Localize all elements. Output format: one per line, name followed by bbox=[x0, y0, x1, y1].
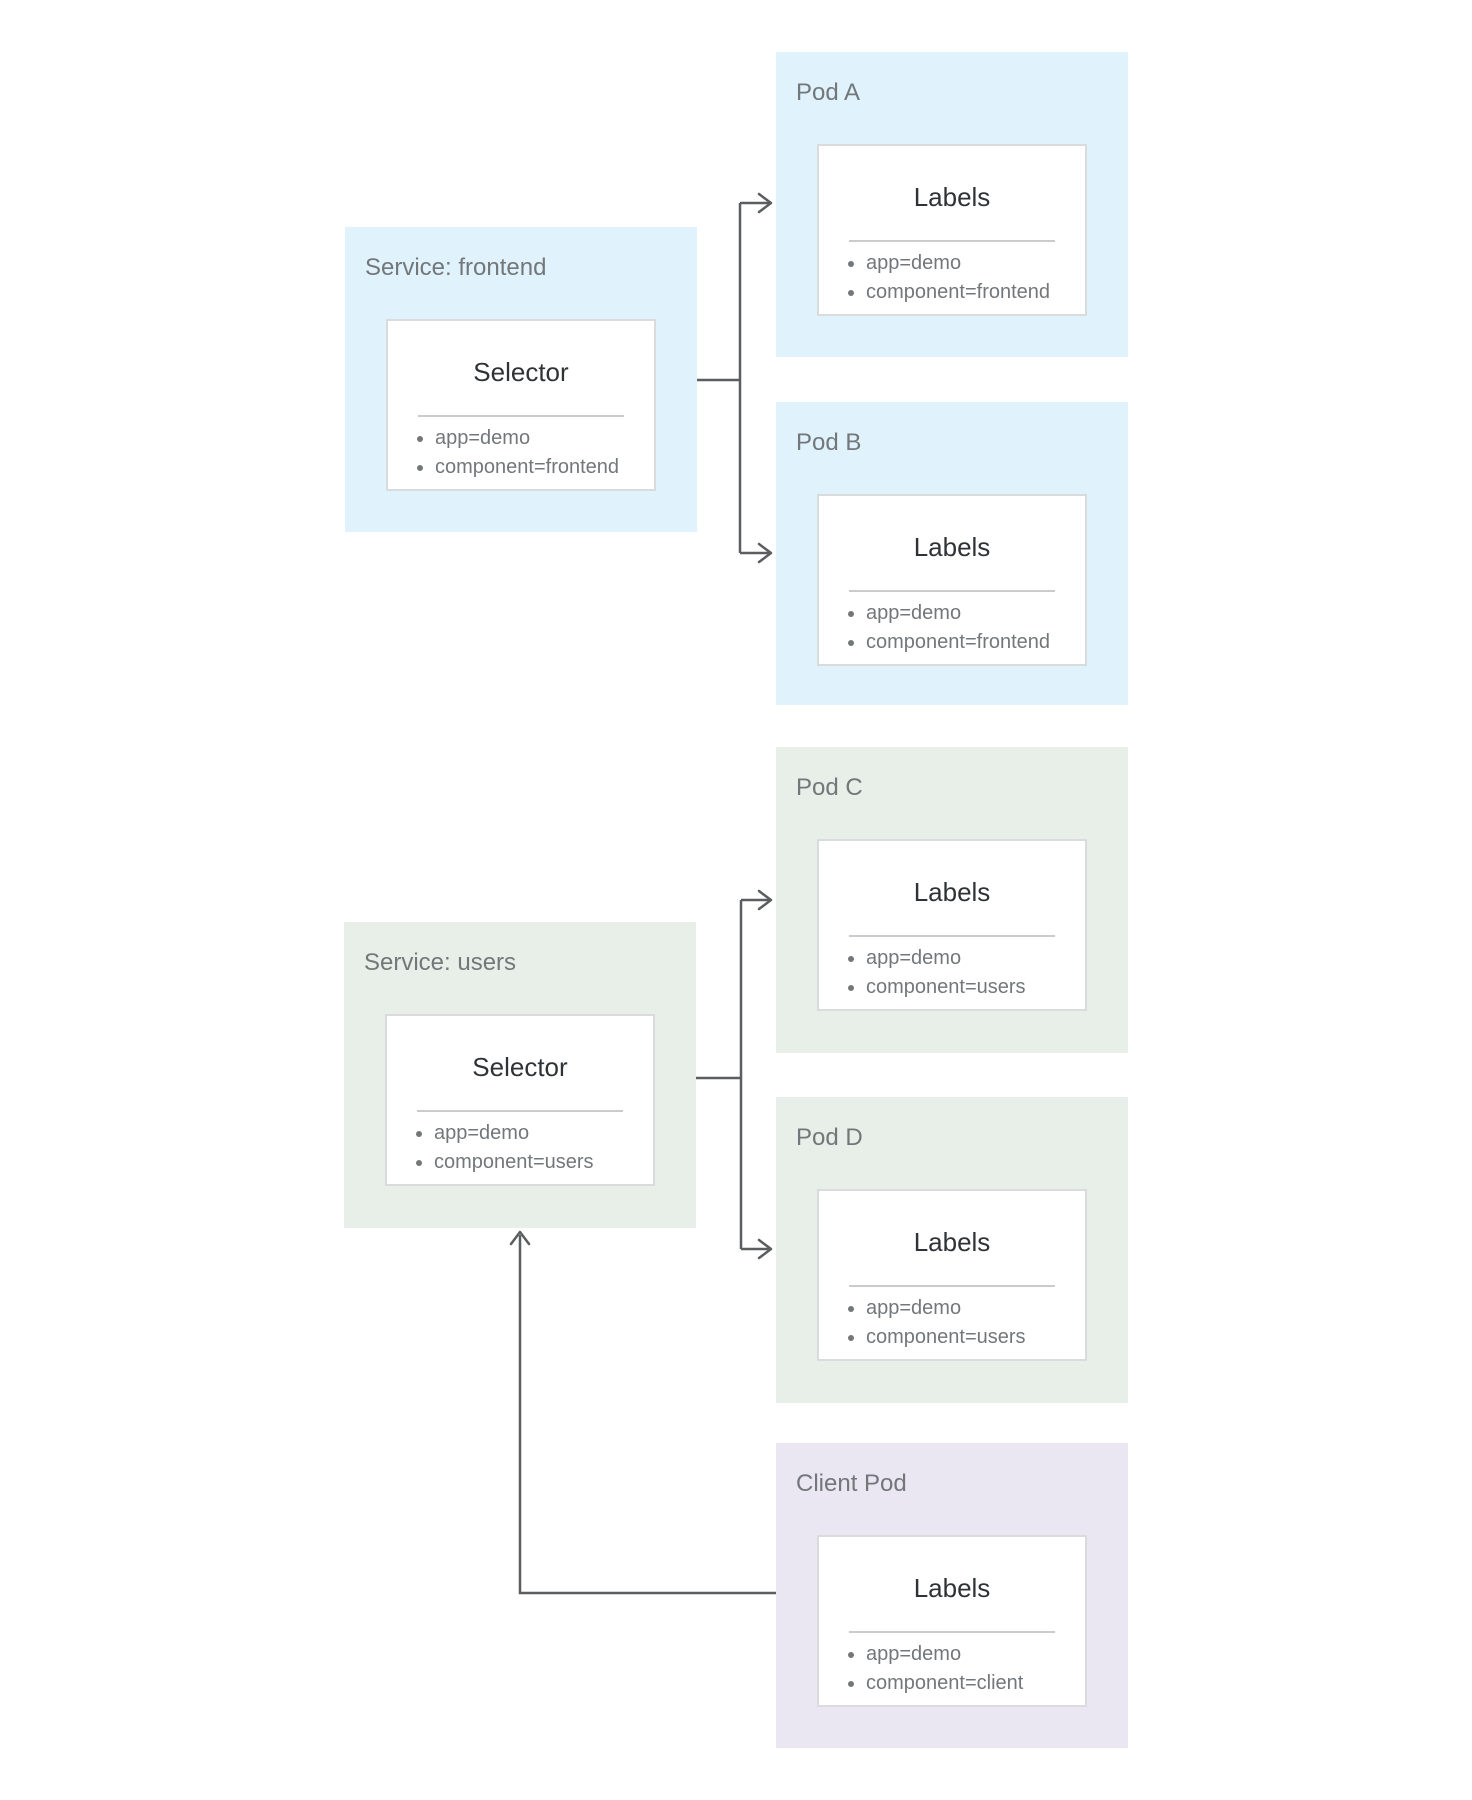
service-frontend-selector-title: Selector bbox=[473, 357, 569, 387]
pod-c-label-list: app=demo component=users bbox=[845, 944, 1079, 1002]
arrowhead-to-service-users bbox=[509, 1230, 531, 1246]
pod-c-box: Pod C Labels app=demo component=users bbox=[776, 747, 1128, 1053]
pod-b-caption: Pod B bbox=[796, 429, 862, 456]
client-pod-labels-panel: Labels app=demo component=client bbox=[817, 1535, 1087, 1707]
label-item: app=demo bbox=[866, 1640, 1079, 1669]
pod-d-box: Pod D Labels app=demo component=users bbox=[776, 1097, 1128, 1403]
pod-a-labels-title: Labels bbox=[913, 182, 991, 212]
arrowhead-to-pod-a bbox=[757, 192, 773, 214]
pod-a-labels-panel: Labels app=demo component=frontend bbox=[817, 144, 1087, 316]
label-item: app=demo bbox=[866, 944, 1079, 973]
divider bbox=[849, 935, 1055, 937]
pod-a-label-list: app=demo component=frontend bbox=[845, 249, 1079, 307]
divider bbox=[849, 590, 1055, 592]
arrow-client-to-service-users bbox=[509, 1230, 776, 1595]
arrow-users-to-pods bbox=[696, 889, 773, 1260]
service-users-selector-list: app=demo component=users bbox=[413, 1119, 647, 1177]
service-users-selector-panel: Selector app=demo component=users bbox=[385, 1014, 655, 1186]
divider bbox=[418, 415, 624, 417]
label-item: component=frontend bbox=[866, 278, 1079, 307]
client-pod-labels-title: Labels bbox=[913, 1573, 991, 1603]
label-item: component=client bbox=[866, 1669, 1079, 1698]
client-pod-caption: Client Pod bbox=[796, 1470, 907, 1497]
selector-item: component=users bbox=[434, 1148, 647, 1177]
divider bbox=[417, 1110, 623, 1112]
service-frontend-selector-list: app=demo component=frontend bbox=[414, 424, 648, 482]
pod-c-labels-panel: Labels app=demo component=users bbox=[817, 839, 1087, 1011]
service-users-selector-title: Selector bbox=[472, 1052, 568, 1082]
selector-item: app=demo bbox=[434, 1119, 647, 1148]
arrowhead-to-pod-c bbox=[757, 889, 773, 911]
client-pod-box: Client Pod Labels app=demo component=cli… bbox=[776, 1443, 1128, 1748]
pod-b-labels-panel: Labels app=demo component=frontend bbox=[817, 494, 1087, 666]
service-frontend-selector-panel: Selector app=demo component=frontend bbox=[386, 319, 656, 491]
pod-d-label-list: app=demo component=users bbox=[845, 1294, 1079, 1352]
label-item: app=demo bbox=[866, 599, 1079, 628]
selector-item: component=frontend bbox=[435, 453, 648, 482]
pod-d-labels-title: Labels bbox=[913, 1227, 991, 1257]
pod-d-labels-panel: Labels app=demo component=users bbox=[817, 1189, 1087, 1361]
pod-c-labels-title: Labels bbox=[913, 877, 991, 907]
pod-c-caption: Pod C bbox=[796, 774, 863, 801]
pod-b-label-list: app=demo component=frontend bbox=[845, 599, 1079, 657]
pod-b-box: Pod B Labels app=demo component=frontend bbox=[776, 402, 1128, 705]
arrow-frontend-to-pods bbox=[697, 192, 773, 564]
label-item: component=frontend bbox=[866, 628, 1079, 657]
arrowhead-to-pod-b bbox=[757, 542, 773, 564]
label-item: app=demo bbox=[866, 1294, 1079, 1323]
label-item: component=users bbox=[866, 973, 1079, 1002]
client-pod-label-list: app=demo component=client bbox=[845, 1640, 1079, 1698]
pod-a-box: Pod A Labels app=demo component=frontend bbox=[776, 52, 1128, 357]
selector-item: app=demo bbox=[435, 424, 648, 453]
pod-b-labels-title: Labels bbox=[913, 532, 991, 562]
pod-a-caption: Pod A bbox=[796, 79, 861, 106]
service-users-box: Service: users Selector app=demo compone… bbox=[344, 922, 696, 1228]
service-users-caption: Service: users bbox=[364, 949, 517, 976]
divider bbox=[849, 240, 1055, 242]
label-item: app=demo bbox=[866, 249, 1079, 278]
service-frontend-box: Service: frontend Selector app=demo comp… bbox=[345, 227, 697, 532]
arrowhead-to-pod-d bbox=[757, 1238, 773, 1260]
label-item: component=users bbox=[866, 1323, 1079, 1352]
divider bbox=[849, 1631, 1055, 1633]
service-frontend-caption: Service: frontend bbox=[365, 254, 547, 281]
pod-d-caption: Pod D bbox=[796, 1124, 863, 1151]
divider bbox=[849, 1285, 1055, 1287]
